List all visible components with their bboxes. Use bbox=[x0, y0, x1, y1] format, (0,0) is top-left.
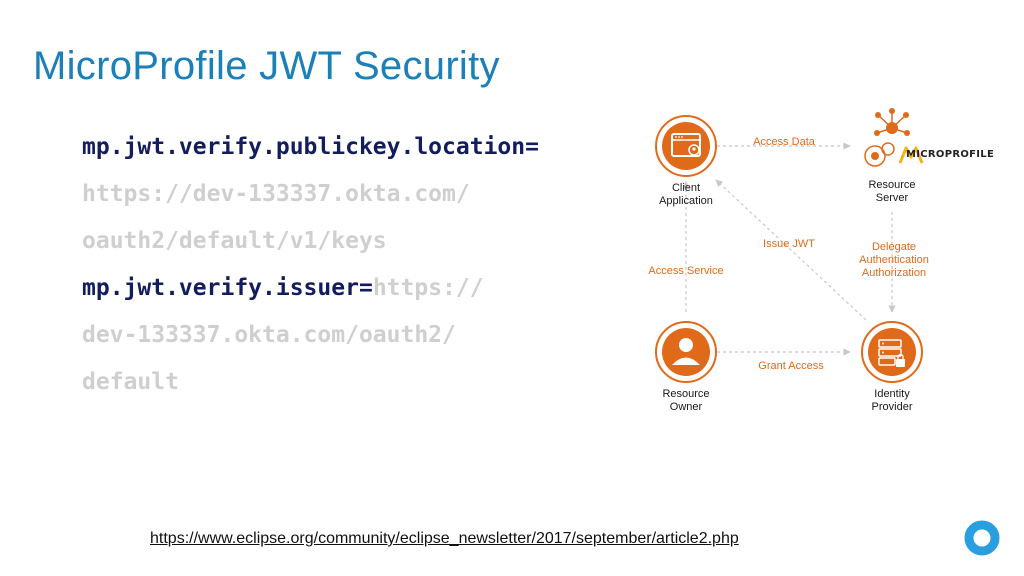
config-code-block: mp.jwt.verify.publickey.location= https:… bbox=[82, 124, 622, 406]
node-label-resource-server: Resource Server bbox=[862, 179, 922, 205]
code-line: default bbox=[82, 359, 622, 406]
network-hub-icon bbox=[864, 108, 910, 167]
node-label-line: Resource bbox=[662, 388, 710, 400]
server-lock-icon bbox=[861, 321, 923, 383]
node-label-identity-provider: Identity Provider bbox=[862, 388, 922, 414]
node-label-line: Owner bbox=[669, 401, 703, 413]
diagram-svg bbox=[655, 108, 924, 383]
code-value: https://dev-133337.okta.com/ bbox=[82, 181, 470, 207]
node-label-line: Provider bbox=[871, 401, 913, 413]
code-line: mp.jwt.verify.issuer=https:// bbox=[82, 265, 622, 312]
diagram-edges bbox=[682, 142, 896, 356]
code-value: https:// bbox=[372, 275, 484, 301]
code-value: dev-133337.okta.com/oauth2/ bbox=[82, 322, 456, 348]
code-key: mp.jwt.verify.issuer bbox=[82, 275, 359, 301]
user-icon bbox=[655, 321, 717, 383]
edge-issue-jwt bbox=[715, 179, 867, 321]
edge-label-line: Authorization bbox=[861, 267, 927, 279]
code-equals: = bbox=[358, 275, 373, 301]
microprofile-text: MICROPROFILE bbox=[906, 149, 995, 160]
code-line: dev-133337.okta.com/oauth2/ bbox=[82, 312, 622, 359]
code-line: oauth2/default/v1/keys bbox=[82, 218, 622, 265]
code-equals: = bbox=[525, 134, 539, 160]
node-label-line: Server bbox=[875, 192, 909, 204]
oauth-flow-diagram: MICROPROFILE Client Application Resource… bbox=[630, 100, 994, 420]
edge-label-line: Delegate bbox=[871, 241, 917, 253]
code-key: mp.jwt.verify.publickey.location bbox=[82, 134, 526, 160]
code-value: oauth2/default/v1/keys bbox=[82, 228, 387, 254]
node-label-line: Identity bbox=[874, 388, 910, 400]
browser-window-icon bbox=[655, 115, 717, 177]
node-label-resource-owner: Resource Owner bbox=[656, 388, 716, 414]
slide-title: MicroProfile JWT Security bbox=[33, 44, 500, 88]
node-label-line: Client bbox=[671, 182, 701, 194]
node-label-line: Application bbox=[659, 195, 713, 207]
microprofile-logo-icon bbox=[898, 146, 924, 164]
code-value: default bbox=[82, 369, 179, 395]
edge-label-access-data: Access Data bbox=[753, 136, 815, 148]
edge-label-issue-jwt: Issue JWT bbox=[763, 238, 815, 250]
node-label-line: Resource bbox=[868, 179, 916, 191]
edge-label-line: Authentication bbox=[859, 254, 929, 266]
edge-label-grant-access: Grant Access bbox=[758, 360, 824, 372]
code-line: mp.jwt.verify.publickey.location= bbox=[82, 124, 622, 171]
code-line: https://dev-133337.okta.com/ bbox=[82, 171, 622, 218]
reference-link[interactable]: https://www.eclipse.org/community/eclips… bbox=[150, 530, 739, 547]
edge-label-delegate: Delegate Authentication Authorization bbox=[852, 241, 936, 280]
ring-logo-icon bbox=[964, 520, 1000, 556]
edge-label-access-service: Access Service bbox=[648, 265, 724, 277]
node-label-client: Client Application bbox=[656, 182, 716, 208]
